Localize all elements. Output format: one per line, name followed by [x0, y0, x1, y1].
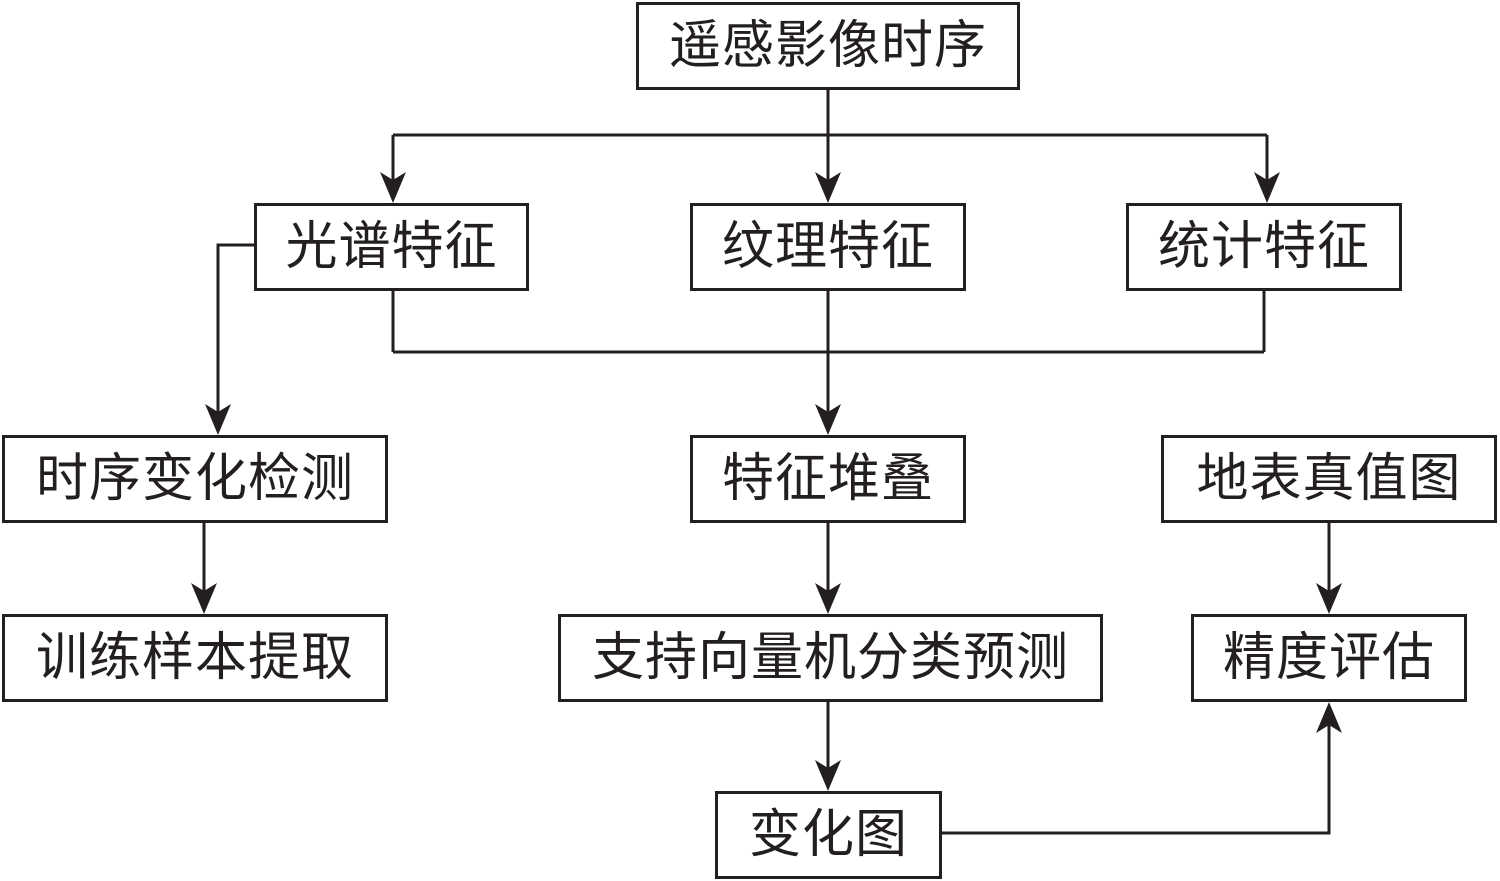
- node-svm-classification: 支持向量机分类预测: [558, 614, 1103, 702]
- node-accuracy-assessment: 精度评估: [1191, 614, 1467, 702]
- node-statistical-features: 统计特征: [1126, 203, 1402, 291]
- arrowhead-sample: [191, 583, 217, 614]
- arrowhead-spectral: [380, 172, 406, 203]
- arrowhead-truth-accuracy: [1316, 583, 1342, 614]
- edge-spectral-to-tsdetect: [216, 243, 254, 417]
- node-ground-truth-map: 地表真值图: [1161, 435, 1497, 523]
- arrowhead-stack: [815, 404, 841, 435]
- edge-changemap-to-accuracy: [942, 720, 1331, 835]
- arrowhead-texture: [815, 172, 841, 203]
- arrowhead-changemap-accuracy: [1316, 702, 1342, 733]
- node-spectral-features: 光谱特征: [254, 203, 529, 291]
- node-remote-sensing-timeseries: 遥感影像时序: [636, 2, 1020, 90]
- arrowhead-tsdetect: [205, 404, 231, 435]
- node-change-map: 变化图: [715, 791, 942, 879]
- arrowhead-svm: [815, 583, 841, 614]
- node-feature-stacking: 特征堆叠: [690, 435, 966, 523]
- arrowhead-changemap: [815, 760, 841, 791]
- node-timeseries-change-detection: 时序变化检测: [2, 435, 388, 523]
- arrowhead-statistical: [1254, 172, 1280, 203]
- node-training-sample-extraction: 训练样本提取: [2, 614, 388, 702]
- node-texture-features: 纹理特征: [690, 203, 966, 291]
